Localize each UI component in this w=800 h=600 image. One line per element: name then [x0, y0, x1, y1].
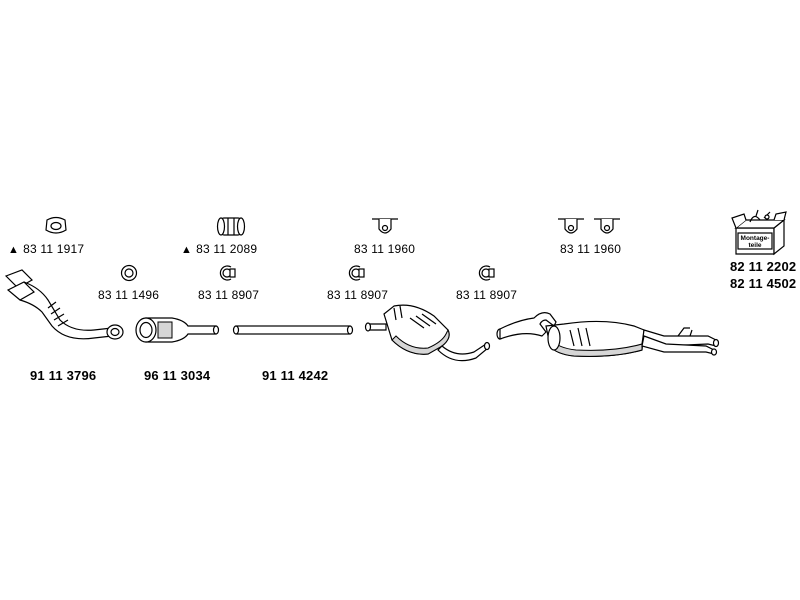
pipe-clamp-icon	[219, 265, 236, 281]
hanger-icon	[594, 218, 620, 234]
warning-triangle-icon: ▲	[181, 244, 193, 256]
part-label-ring: 83 11 1496	[98, 288, 160, 302]
rubber-mount-icon	[45, 216, 67, 234]
catalytic-converter-icon	[135, 317, 220, 343]
kit-label-line2: teile	[748, 242, 761, 249]
warning-triangle-icon: ▲	[8, 244, 20, 256]
center-silencer-icon	[364, 304, 491, 362]
part-label-clamp-2: 83 11 8907	[198, 288, 260, 302]
catalytic-converter-number: 96 11 3034	[144, 368, 211, 383]
part-label-rubber-mount: ▲83 11 1917	[8, 242, 85, 256]
kit-label-line1: Montage-	[741, 235, 770, 242]
part-label-clamp-4: 83 11 8907	[456, 288, 518, 302]
part-label-double-clamp: ▲83 11 2089	[181, 242, 258, 256]
sealing-ring-icon	[120, 264, 138, 282]
hanger-icon	[558, 218, 584, 234]
kit-number-1: 82 11 2202	[730, 259, 797, 274]
middle-pipe-number: 91 11 4242	[262, 368, 329, 383]
front-exhaust-pipe-icon	[4, 269, 124, 340]
kit-number-2: 82 11 4502	[730, 276, 797, 291]
middle-pipe-icon	[232, 325, 354, 335]
front-pipe-number: 91 11 3796	[30, 368, 97, 383]
part-label-clamp-3: 83 11 8907	[327, 288, 389, 302]
mounting-kit-box-icon: Montage- teile	[731, 209, 787, 256]
pipe-clamp-icon	[348, 265, 365, 281]
part-label-hanger-2: 83 11 1960	[560, 242, 622, 256]
hanger-icon	[372, 218, 398, 234]
part-label-hanger-1: 83 11 1960	[354, 242, 416, 256]
double-clamp-icon	[216, 217, 246, 236]
rear-silencer-icon	[496, 312, 720, 357]
pipe-clamp-icon	[478, 265, 495, 281]
